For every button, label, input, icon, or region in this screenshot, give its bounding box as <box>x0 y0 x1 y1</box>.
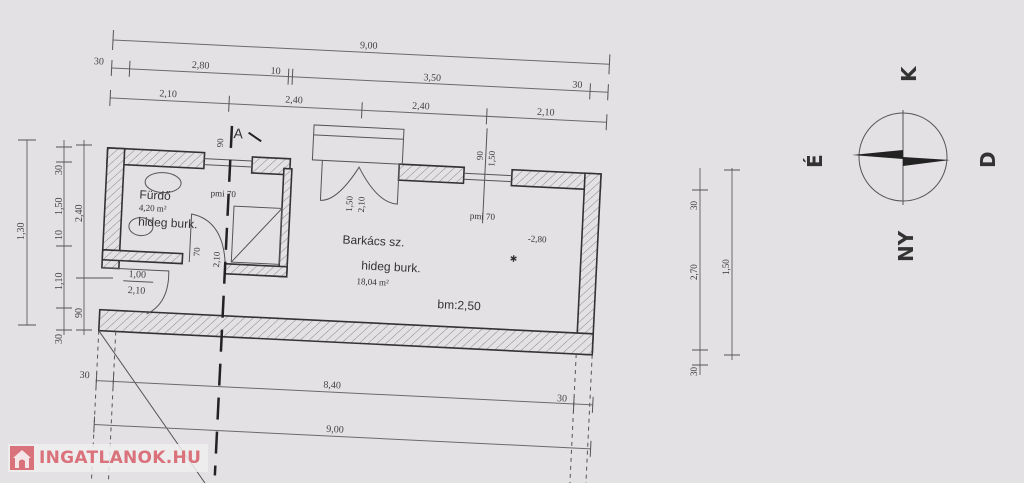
dim-left-90: 90 <box>74 308 85 318</box>
dim-top-240-a: 2,40 <box>285 94 303 106</box>
bath-door-height: 2,10 <box>211 251 222 268</box>
main-door-width: 1,50 <box>344 195 355 212</box>
dim-right-30-top: 30 <box>689 201 699 211</box>
compass-rose: É K D NY <box>803 65 1000 262</box>
dim-left-10: 10 <box>54 230 65 240</box>
bath-window-height: 90 <box>215 138 225 148</box>
level-marker-icon: ✱ <box>510 254 518 264</box>
watermark-text: INGATLANOK.HU <box>39 448 202 468</box>
compass-east: K <box>897 65 921 82</box>
entrance-door-height: 2,10 <box>128 285 146 297</box>
workshop-floor: hideg burk. <box>361 258 421 275</box>
dim-bottom-840: 8,40 <box>323 380 341 392</box>
section-line <box>213 125 234 476</box>
compass-north: É <box>803 154 827 168</box>
dim-overall-top: 9,00 <box>360 40 378 52</box>
workshop-area: 18,04 m² <box>356 276 389 288</box>
main-door-height: 2,10 <box>356 196 367 213</box>
bathroom-name: Fürdő <box>139 187 171 203</box>
left-dimensions: 1,30 30 1,50 10 1,10 90 30 2,40 <box>16 139 113 344</box>
dim-right-270: 2,70 <box>689 264 699 280</box>
workshop-level: -2,80 <box>528 234 548 245</box>
dim-top-10: 10 <box>270 66 281 77</box>
dim-bottom-30-left: 30 <box>79 370 90 381</box>
sink <box>144 172 182 194</box>
dim-right-30-bottom: 30 <box>689 367 699 377</box>
shower-tray <box>230 205 283 265</box>
dim-left-30-top: 30 <box>54 165 65 175</box>
dim-right-150: 1,50 <box>721 259 731 275</box>
house-logo-icon <box>10 446 34 470</box>
entrance-door-swing <box>101 267 170 315</box>
dim-left-overall: 1,30 <box>16 223 27 241</box>
compass-needle-south-icon <box>903 157 950 166</box>
compass-needle-north-icon <box>852 150 903 159</box>
entrance-door-width: 1,00 <box>128 269 146 281</box>
dim-bottom-30-right: 30 <box>557 393 568 404</box>
toilet <box>128 217 154 237</box>
dim-left-150: 1,50 <box>54 198 65 216</box>
compass-south: D <box>976 151 1000 168</box>
dim-top-350: 3,50 <box>423 72 441 84</box>
dim-top-30-left: 30 <box>94 56 105 67</box>
watermark: INGATLANOK.HU <box>8 444 208 472</box>
right-window-height: 1,50 <box>486 150 497 167</box>
workshop-name: Barkács sz. <box>342 232 405 249</box>
workshop-height: bm:2,50 <box>437 297 481 313</box>
dim-top-280: 2,80 <box>192 60 210 72</box>
bath-door-width: 70 <box>192 247 202 257</box>
stair-outline <box>311 124 405 165</box>
dim-bottom-overall: 9,00 <box>326 424 344 436</box>
double-door-swing <box>319 160 400 205</box>
dim-top-240-b: 2,40 <box>412 101 430 113</box>
dim-left-110: 1,10 <box>54 273 65 291</box>
bathroom-area: 4,20 m² <box>139 202 167 213</box>
right-window-sill: 90 <box>475 150 485 160</box>
section-marker: A <box>233 125 244 141</box>
bottom-dimensions: 30 8,40 30 9,00 <box>79 370 594 457</box>
pmi-right: pmi 70 <box>470 211 496 222</box>
compass-west: NY <box>894 230 918 262</box>
dim-left-240: 2,40 <box>74 205 85 223</box>
dim-top-210-right: 2,10 <box>537 107 555 119</box>
right-dimensions: 30 2,70 30 1,50 <box>689 168 740 376</box>
dim-top-210-left: 2,10 <box>159 88 177 100</box>
dim-top-30-right: 30 <box>572 79 583 90</box>
bath-door-swing <box>188 213 226 264</box>
walls <box>97 147 602 356</box>
pmi-left: pmi 70 <box>210 188 236 199</box>
bathroom-floor: hideg burk. <box>138 214 198 231</box>
top-dimensions: 9,00 30 2,80 10 3,50 30 2,10 2,40 2,40 2… <box>94 29 611 131</box>
dim-left-30-bottom: 30 <box>54 334 65 344</box>
